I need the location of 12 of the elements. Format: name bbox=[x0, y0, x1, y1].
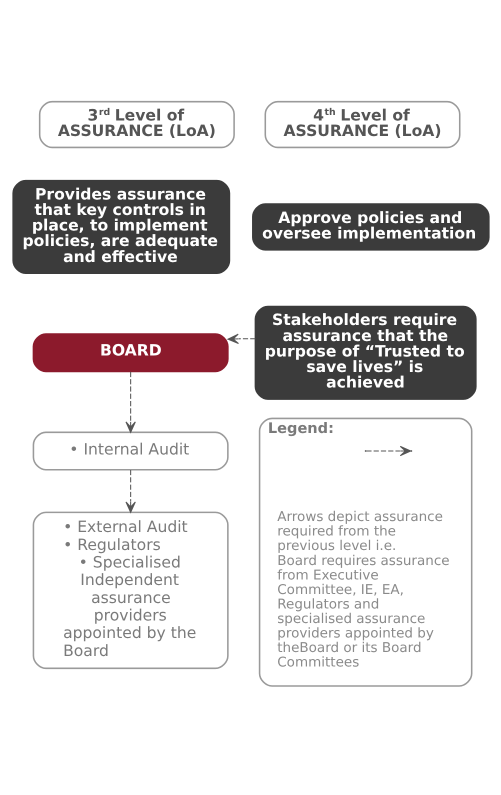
node-box: BOARD bbox=[32, 332, 228, 372]
node-box: • Internal Audit bbox=[32, 431, 228, 470]
arrow bbox=[124, 371, 136, 432]
node-box: Stakeholders require assurance that the purpose of “Trusted to save lives” is achieved bbox=[254, 305, 476, 400]
arrow bbox=[226, 333, 255, 344]
node-box: Approve policies and oversee implementation bbox=[252, 202, 490, 250]
node-box: 3$^{rd}$ Level of ASSURANCE (LoA) bbox=[38, 100, 234, 148]
node-box: • External Audit • Regulators • Specialised Independent assurance providers appointed by the Board bbox=[32, 511, 228, 669]
node-box: Provides assurance that key controls in place, to implement policies, are adequate and effective bbox=[12, 179, 230, 274]
legend-label: Arrows depict assurance required from the previous level i.e. Board requires assurance from Executive Committee, IE, EA, Regulators and specialised assurance providers appointed by theBoard or its Board Committees bbox=[276, 508, 450, 670]
arrow bbox=[124, 470, 136, 512]
node-box: 4$^{th}$ Level of ASSURANCE (LoA) bbox=[264, 100, 460, 148]
